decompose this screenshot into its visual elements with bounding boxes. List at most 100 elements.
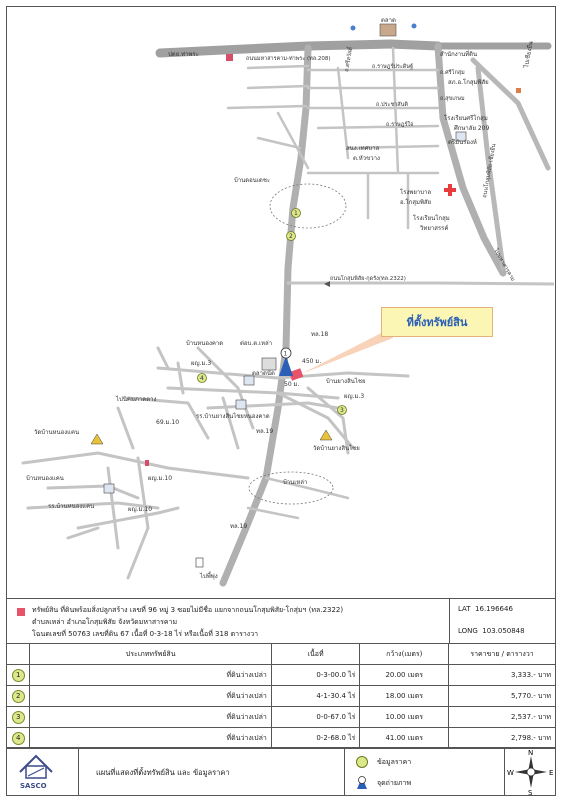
roads: [21, 39, 554, 587]
legend-price-label: ข้อมูลราคา: [377, 757, 412, 766]
label-police: สภ.อ.โกสุมพิสัย: [448, 78, 489, 86]
map-legend: ข้อมูลราคา จุดถ่ายภาพ: [344, 748, 505, 796]
label-marker-8: 69.ม.10: [156, 419, 179, 426]
price-point-1-label: 1: [294, 210, 298, 217]
road-to-kudrang: [286, 281, 554, 286]
compass-e: E: [549, 769, 553, 777]
price-point-badge: 1: [11, 668, 25, 682]
village-roads: [116, 346, 410, 455]
village-roads-west: [21, 451, 250, 580]
price-point-2[interactable]: [286, 231, 296, 241]
compass-rose-icon: N S W E: [507, 749, 553, 797]
label-road-4: ถ.สุขเกษม: [440, 95, 465, 102]
label-marker-7: ผญ.ม.10: [148, 475, 172, 482]
lat-label: LAT: [458, 605, 471, 613]
price-point-badge: 4: [11, 731, 25, 745]
property-marker[interactable]: [288, 368, 304, 381]
price-table: ประเภททรัพย์สิน เนื้อที่ กว้าง(เมตร) ราค…: [5, 643, 556, 749]
label-marker-3: ทล.19: [230, 523, 247, 530]
school-icon-2: [235, 399, 247, 410]
road-208: [155, 39, 443, 58]
label-town: ปตย.ท่าพระ: [168, 51, 199, 58]
pin-icon: [145, 460, 149, 466]
location-map[interactable]: 1 1 2 3 4 ตลาด สำนักงานที่ดิน สภ.อ.โกสุม…: [8, 8, 554, 598]
price-point-1[interactable]: [291, 208, 301, 218]
road-east-diag: [434, 42, 507, 277]
price-point-3-label: 3: [340, 407, 344, 414]
label-to-nikhom: ไปนิคมภาคตาง: [115, 395, 157, 403]
coordinates-box: LAT 16.196646 LONG 103.050848: [449, 599, 557, 644]
road-main-south: [219, 44, 312, 587]
row-no: 4: [5, 727, 31, 749]
road-side1: [475, 65, 506, 271]
header-type: ประเภททรัพย์สิน: [29, 643, 272, 665]
label-school-srikosum: โรงเรียนศรีโกสุม: [444, 114, 488, 122]
label-market: ตลาด: [381, 17, 396, 24]
property-description: ทรัพย์สิน ที่ดินพร้อมสิ่งปลูกสร้าง เลขที…: [32, 604, 442, 640]
label-distance: 450 ม.: [302, 358, 321, 365]
direction-arrow-icon: [324, 281, 330, 287]
header-price: ราคาขาย / ตารางวา: [448, 643, 556, 665]
row-no: 2: [5, 685, 31, 707]
label-hospital-2: อ.โกสุมพิสัย: [400, 198, 431, 206]
price-point-3[interactable]: [337, 405, 347, 415]
label-municipal: สนง.เทศบาล: [346, 145, 380, 152]
property-callout[interactable]: ที่ตั้งทรัพย์สิน: [381, 307, 493, 337]
row-no: 3: [5, 706, 31, 728]
label-ban-yangsinchai: บ้านยางสินไชย: [326, 377, 365, 385]
header-width: กว้าง(เมตร): [359, 643, 450, 665]
price-table-header: ประเภททรัพย์สิน เนื้อที่ กว้าง(เมตร) ราค…: [5, 643, 556, 665]
map-footer: SASCO แผนที่แสดงที่ตั้งทรัพย์สิน และ ข้อ…: [6, 747, 556, 797]
map-labels: ตลาด สำนักงานที่ดิน สภ.อ.โกสุมพิสัย โรงเ…: [26, 17, 535, 580]
label-land-office: สำนักงานที่ดิน: [440, 50, 477, 58]
legend-price: ข้อมูลราคา: [355, 755, 411, 769]
label-school-kosum-2: วิทยาสรรค์: [419, 224, 448, 232]
row-width: 41.00 เมตร: [359, 727, 450, 749]
label-temple-nongkaen: วัดบ้านหนองแคน: [34, 429, 79, 436]
row-price: 5,770.- บาท: [448, 685, 556, 707]
table-row: 1 ที่ดินว่างเปล่า 0-3-00.0 ไร่ 20.00 เมต…: [5, 664, 556, 686]
price-point-4[interactable]: [197, 373, 207, 383]
school-icon-3: [103, 483, 115, 494]
row-area: 0-2-68.0 ไร่: [270, 727, 361, 749]
table-row: 4 ที่ดินว่างเปล่า 0-2-68.0 ไร่ 41.00 เมต…: [5, 727, 556, 749]
label-ban-doncha: บ้านดอนเดชะ: [234, 177, 270, 184]
row-area: 4-1-30.4 ไร่: [270, 685, 361, 707]
row-no: 1: [5, 664, 31, 686]
label-road-208: ถนนมหาสารคาม-ท่าพระ (ทล.208): [246, 55, 331, 62]
school-icon-4: [455, 131, 467, 142]
label-school-kosum: โรงเรียนโกสุม: [413, 214, 450, 222]
label-school-srikosum-2: ศึกษาลัย 209: [454, 125, 490, 132]
photo-point-1[interactable]: [280, 347, 292, 359]
label-road-2322: ถนนโกสุมพิสัย-กุดรัง(ทล.2322): [330, 274, 406, 282]
water-icon: [350, 25, 356, 31]
row-width: 20.00 เมตร: [359, 664, 450, 686]
row-type: ที่ดินว่างเปล่า: [29, 727, 272, 749]
label-road-2: ถ.ประชาสันติ: [376, 101, 408, 108]
road-southeast: [246, 476, 350, 520]
label-marker-6: ผญ.ม.3: [191, 360, 211, 367]
label-school-nongkaen: รร.บ้านหนองแคน: [48, 503, 94, 510]
label-marker-5: ผญ.ม.10: [128, 506, 152, 513]
table-row: 2 ที่ดินว่างเปล่า 4-1-30.4 ไร่ 18.00 เมต…: [5, 685, 556, 707]
row-area: 0-0-67.0 ไร่: [270, 706, 361, 728]
company-logo: SASCO: [6, 748, 79, 796]
row-width: 18.00 เมตร: [359, 685, 450, 707]
temple-icon-1: [90, 433, 104, 445]
road-chiang-yuen: [470, 57, 551, 171]
label-ban-lao: บ้านเหล่า: [283, 479, 307, 486]
label-distance-2: 50 ม.: [284, 381, 299, 388]
property-line-3: โฉนดเลขที่ 50763 เลขที่ดิน 67 เนื้อที่ 0…: [32, 630, 259, 638]
village-area-lao: [248, 471, 334, 505]
label-school-yangsinchai: รร.บ้านยางสินไชยหนองคาด: [196, 412, 270, 420]
price-point-4-label: 4: [200, 375, 204, 382]
page-frame: [6, 6, 556, 796]
header-area: เนื้อที่: [270, 643, 361, 665]
label-hospital: โรงพยาบาล: [400, 188, 431, 196]
phone-tower-icon: [195, 557, 204, 568]
landmark-icons: [90, 23, 521, 568]
label-ban-nongkaen: บ้านหนองแคน: [26, 475, 64, 482]
price-point-badge: 3: [11, 710, 25, 724]
compass-n: N: [528, 749, 533, 757]
price-point-badge: 2: [11, 689, 25, 703]
